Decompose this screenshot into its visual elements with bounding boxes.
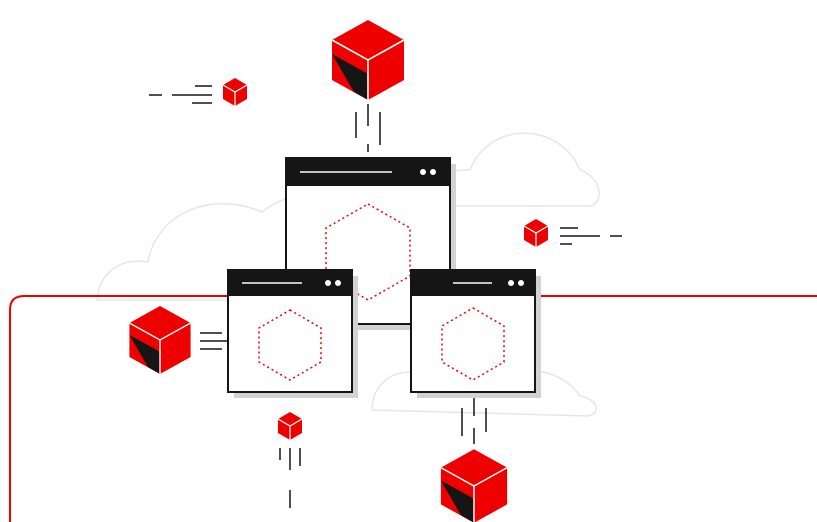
app-window-icon (285, 157, 456, 330)
app-window-icon (410, 269, 541, 398)
cube-icon (277, 411, 303, 441)
hexagon-icon (258, 309, 322, 381)
app-window-icon (227, 269, 358, 398)
cube-icon (331, 19, 405, 101)
cube-icon (523, 218, 549, 248)
hexagon-icon (325, 203, 411, 301)
hexagon-icon (441, 307, 505, 381)
cube-icon (222, 77, 248, 107)
cube-icon (440, 448, 508, 522)
cube-icon (128, 305, 192, 375)
frame-border (9, 295, 817, 522)
